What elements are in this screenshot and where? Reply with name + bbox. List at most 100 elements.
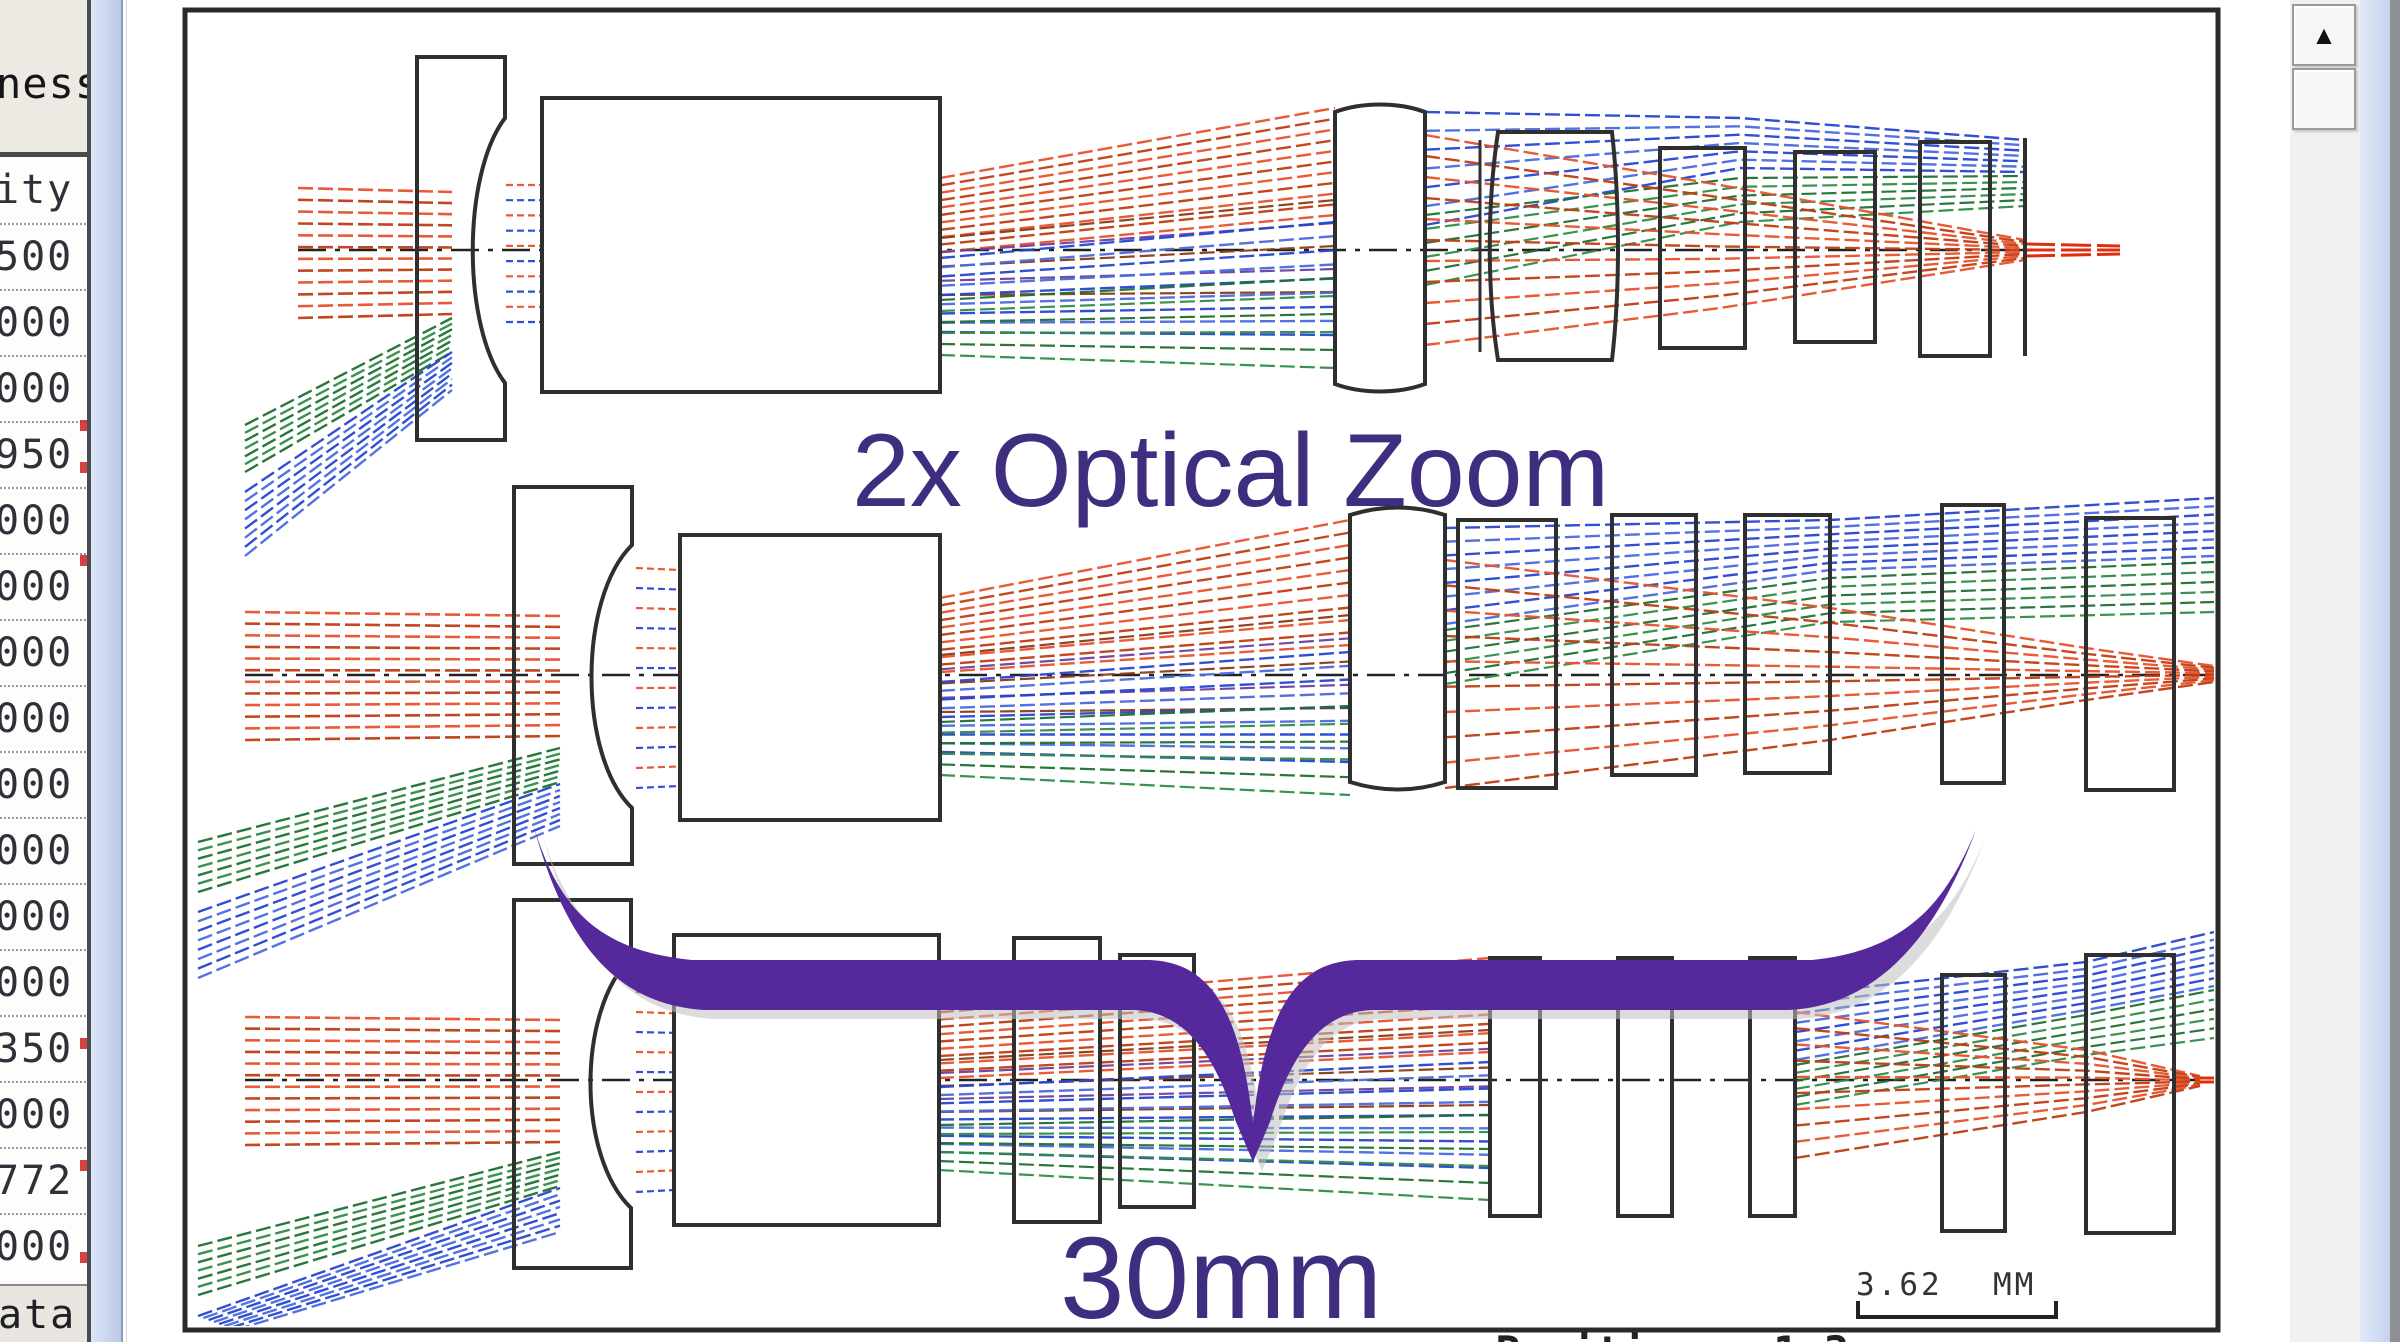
lens-element	[1748, 956, 1797, 1218]
lens-element	[2084, 953, 2176, 1235]
vertical-scrollbar[interactable]: ▲	[2290, 0, 2360, 1342]
distance-annotation-label: 30mm	[1060, 1213, 1382, 1342]
table-row[interactable]: ity	[0, 157, 90, 223]
scrollbar-thumb[interactable]	[2292, 68, 2356, 130]
table-row[interactable]: 950	[0, 421, 90, 487]
lens-element	[1940, 503, 2006, 785]
scroll-up-button[interactable]: ▲	[2292, 4, 2356, 66]
ray-bundle	[1424, 133, 2026, 347]
ray-bundle	[244, 610, 561, 742]
cell-value: 000	[0, 630, 74, 676]
lens-element	[1348, 505, 1447, 792]
solve-flag-icon	[80, 1252, 87, 1263]
ray-bundle	[635, 566, 681, 790]
table-row[interactable]: 000	[0, 817, 90, 883]
window-border	[2390, 0, 2400, 1342]
table-row[interactable]: 000	[0, 883, 90, 949]
solve-flag-icon	[80, 1160, 87, 1171]
table-row[interactable]: 000	[0, 949, 90, 1015]
scale-bar-bracket	[1856, 1301, 2058, 1319]
cell-value: 950	[0, 432, 74, 478]
lens-element	[415, 55, 507, 442]
lens-element	[1456, 518, 1558, 790]
scale-bar-value: 3.62	[1856, 1267, 1943, 1303]
table-row[interactable]: 000	[0, 1213, 90, 1279]
lens-element	[1793, 150, 1877, 344]
cell-value: 500	[0, 234, 74, 280]
optical-row-zoom-position-1	[244, 55, 2121, 557]
lens-element	[2084, 516, 2176, 792]
lens-element	[1940, 973, 2007, 1233]
panel-edge-strip	[91, 0, 123, 1342]
ray-bundle	[2024, 242, 2121, 258]
cell-value: 350	[0, 1026, 74, 1072]
panel-divider	[126, 0, 127, 1342]
ray-bundle	[244, 1015, 561, 1147]
cell-value: 000	[0, 960, 74, 1006]
lens-element	[1012, 936, 1102, 1224]
lens-element	[678, 533, 942, 822]
cell-value: 000	[0, 300, 74, 346]
cell-value: 000	[0, 498, 74, 544]
ray-bundle	[939, 106, 1336, 254]
cell-value: 000	[0, 696, 74, 742]
editor-footer-label: ata	[0, 1292, 77, 1338]
ray-bundle	[197, 1186, 561, 1326]
table-row[interactable]: 500	[0, 223, 90, 289]
column-border	[87, 0, 91, 1342]
window-edge-strip	[2360, 0, 2390, 1342]
ray-bundle	[506, 183, 542, 324]
cell-value: ity	[0, 167, 74, 213]
ray-bundle	[197, 782, 561, 980]
cell-value: 772	[0, 1158, 74, 1204]
lens-element	[1488, 956, 1542, 1218]
ray-bundle	[1794, 988, 2214, 1107]
ray-bundle	[197, 1150, 561, 1297]
solve-flag-icon	[80, 420, 87, 431]
arrow-up-icon: ▲	[2311, 20, 2337, 50]
cell-value: 000	[0, 1224, 74, 1270]
table-row[interactable]: 000	[0, 619, 90, 685]
lens-element	[1610, 513, 1698, 777]
lens-element	[1918, 140, 1992, 358]
optical-row-zoom-position-2	[197, 485, 2214, 980]
ray-bundle	[1444, 558, 2214, 790]
lens-element	[1616, 956, 1674, 1218]
editor-footer-cell: ata	[0, 1284, 90, 1342]
table-row[interactable]: 000	[0, 751, 90, 817]
cell-value: 000	[0, 762, 74, 808]
cell-value: 000	[0, 366, 74, 412]
table-row[interactable]: 000	[0, 289, 90, 355]
solve-flag-icon	[80, 555, 87, 566]
ray-bundle	[197, 746, 561, 894]
ray-bundle	[2200, 1076, 2214, 1084]
table-row[interactable]: 000	[0, 1081, 90, 1147]
ray-bundle	[1424, 110, 2026, 227]
table-row[interactable]: 000	[0, 487, 90, 553]
solve-flag-icon	[80, 1038, 87, 1049]
ray-bundle	[1424, 174, 2026, 287]
zoom-annotation-label: 2x Optical Zoom	[852, 413, 1609, 529]
table-row[interactable]: 000	[0, 685, 90, 751]
lens-element	[1487, 130, 1620, 362]
cell-value: 000	[0, 1092, 74, 1138]
table-row[interactable]: 350	[0, 1015, 90, 1081]
table-row[interactable]: 000	[0, 355, 90, 421]
ray-bundle	[939, 704, 1351, 797]
lens-element	[540, 96, 942, 394]
underbrace-annotation	[533, 824, 1976, 1162]
solve-flag-icon	[80, 462, 87, 473]
cell-value: 000	[0, 564, 74, 610]
cutoff-footer-text: Positions: 1-3	[1495, 1327, 1849, 1342]
lens-element	[1658, 146, 1747, 350]
lens-element	[512, 485, 634, 866]
table-row[interactable]: 772	[0, 1147, 90, 1213]
cell-value: 000	[0, 894, 74, 940]
ray-bundle	[297, 186, 453, 320]
lens-element	[1118, 953, 1196, 1209]
lens-element	[1333, 102, 1427, 394]
table-row[interactable]: 000	[0, 553, 90, 619]
